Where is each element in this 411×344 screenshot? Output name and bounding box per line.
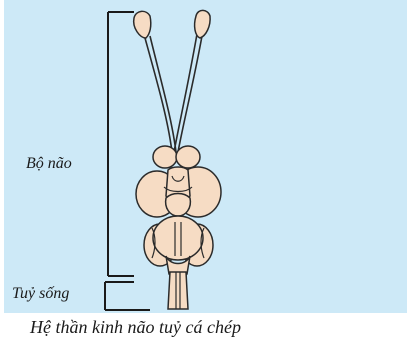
brain-bracket [108,12,134,276]
brain [136,146,221,309]
left-telencephalon [153,146,177,168]
spinal-cord-bracket [105,282,150,310]
spinal-cord [168,272,188,309]
olfactory-bulbs [134,10,210,38]
mid-lobes [166,194,191,217]
brain-label: Bộ não [26,155,72,173]
figure-caption: Hệ thần kinh não tuỷ cá chép [30,317,390,338]
left-olfactory-bulb [134,11,151,38]
right-olfactory-bulb [195,10,211,38]
right-telencephalon [176,146,200,168]
cerebellum [153,216,203,260]
olfactory-tracts [145,34,202,152]
spinal-cord-label: Tuỷ sống [12,285,69,303]
